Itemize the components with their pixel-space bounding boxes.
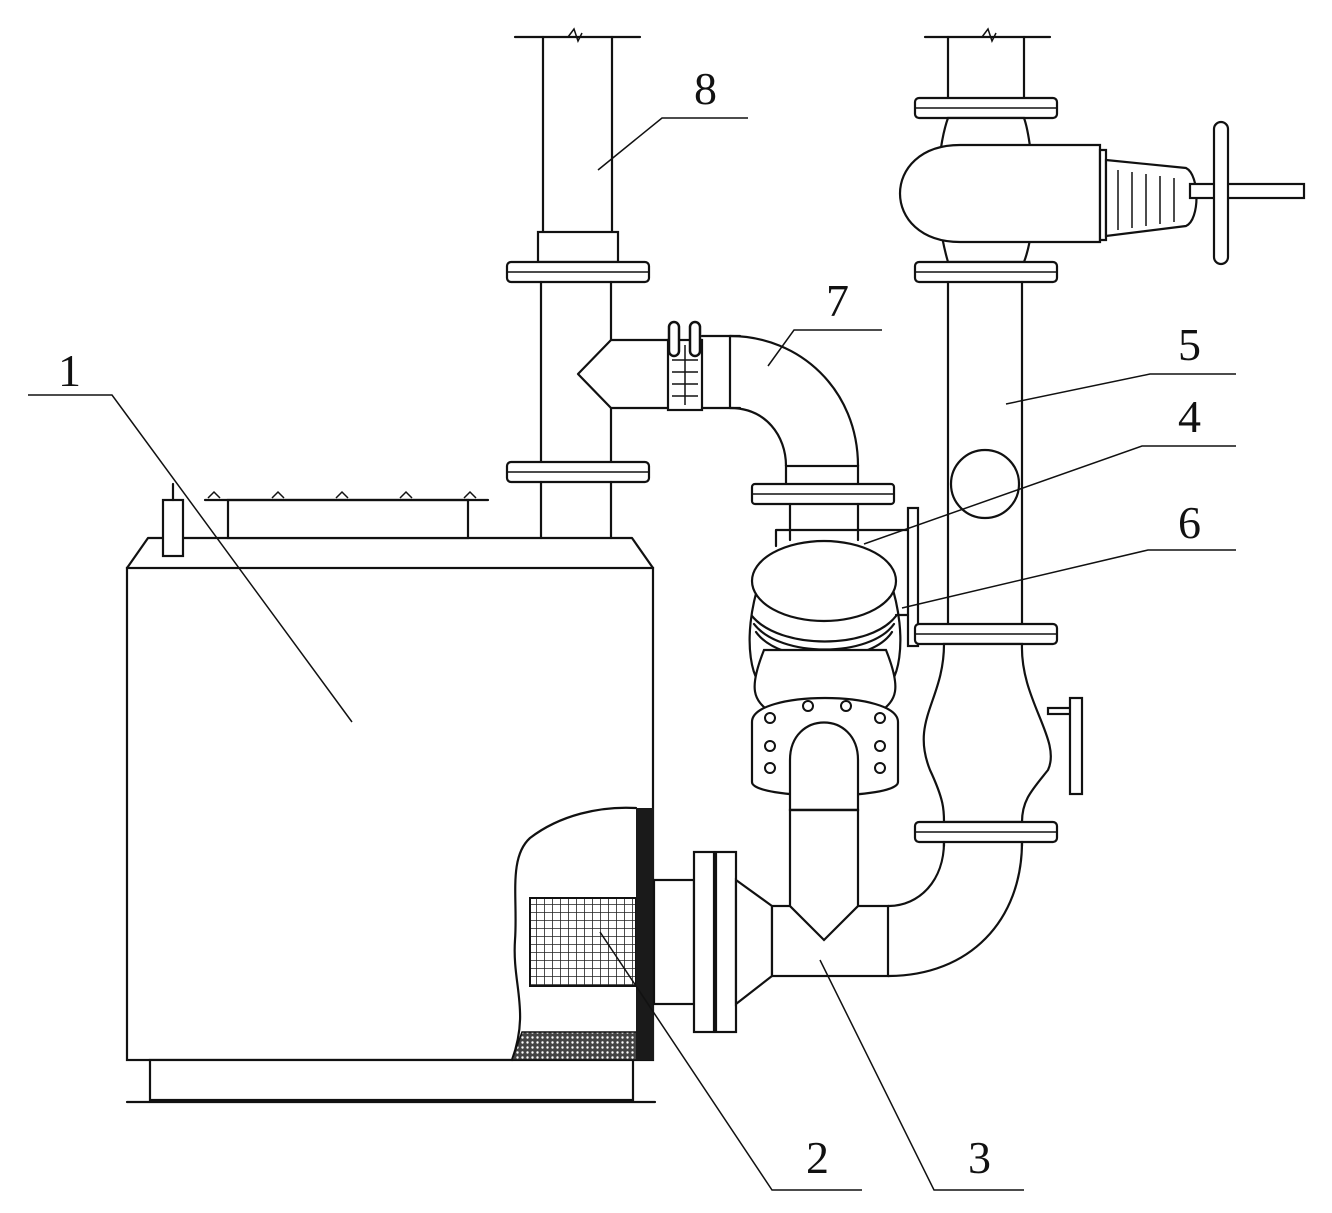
callout-6: 6 (1178, 497, 1201, 548)
suction-tee-3 (652, 808, 1024, 1034)
callout-3: 3 (968, 1132, 991, 1183)
leader-lines (28, 117, 1236, 1191)
callout-2: 2 (806, 1132, 829, 1183)
callout-1: 1 (58, 345, 81, 396)
discharge-pipe-5 (899, 27, 1306, 848)
tank-1 (125, 482, 657, 1104)
callout-7: 7 (826, 275, 849, 326)
callout-4: 4 (1178, 391, 1201, 442)
riser-pipe-8 (505, 27, 672, 540)
check-valve-4 (748, 506, 920, 812)
elbow-7 (666, 320, 912, 548)
callout-8: 8 (694, 63, 717, 114)
callout-5: 5 (1178, 319, 1201, 370)
